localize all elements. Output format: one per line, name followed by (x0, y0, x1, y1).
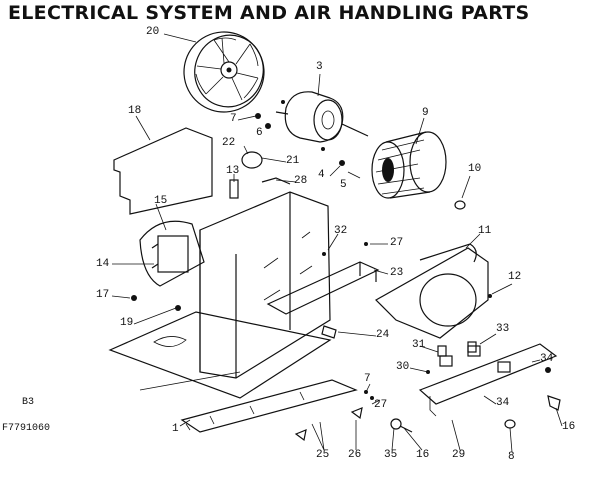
part-label-24: 24 (376, 329, 390, 341)
part-label-3: 3 (316, 61, 323, 73)
part-label-7-lower: 7 (364, 373, 371, 385)
part-label-22: 22 (222, 137, 236, 149)
part-label-13: 13 (226, 165, 240, 177)
part-label-29: 29 (452, 449, 466, 461)
motor-part (275, 91, 369, 151)
leader-lines (111, 33, 563, 453)
part-label-27-lower: 27 (374, 399, 388, 411)
blower-housing-part (375, 243, 489, 339)
blower-fan-part (371, 131, 447, 199)
part-label-10: 10 (468, 163, 482, 175)
part-label-19: 19 (120, 317, 134, 329)
part-label-18: 18 (128, 105, 142, 117)
part-label-23: 23 (390, 267, 404, 279)
part-label-35: 35 (384, 449, 398, 461)
part-label-28: 28 (294, 175, 308, 187)
part-label-26: 26 (348, 449, 362, 461)
part-label-7: 7 (230, 113, 237, 125)
part-label-34-top: 34 (540, 353, 554, 365)
part-label-6: 6 (256, 127, 263, 139)
part-label-21: 21 (286, 155, 300, 167)
part-label-5: 5 (340, 179, 347, 191)
part-label-20: 20 (146, 26, 160, 38)
blower-wheel-part (183, 31, 265, 113)
part-label-16-bottom: 16 (416, 449, 430, 461)
part-label-17: 17 (96, 289, 110, 301)
part-label-31: 31 (412, 339, 426, 351)
part-label-25: 25 (316, 449, 330, 461)
drawing-number: F7791060 (2, 423, 51, 434)
part-label-4: 4 (318, 169, 325, 181)
part-label-33: 33 (496, 323, 510, 335)
base-pan-part (180, 379, 358, 433)
part-label-8: 8 (508, 451, 515, 463)
part-label-9: 9 (422, 107, 429, 119)
cabinet-housing-part (108, 127, 332, 399)
part-label-34-lower: 34 (496, 397, 510, 409)
control-panel-part (418, 343, 558, 417)
bracket-part (266, 261, 380, 315)
part-label-32: 32 (334, 225, 348, 237)
part-label-14: 14 (96, 258, 110, 270)
part-label-15: 15 (154, 195, 168, 207)
diagram-title: ELECTRICAL SYSTEM AND AIR HANDLING PARTS (8, 2, 530, 24)
hardware-parts (131, 113, 561, 442)
cap-part (454, 200, 466, 210)
part-label-27: 27 (390, 237, 404, 249)
section-code: B3 (22, 397, 35, 408)
part-label-11: 11 (478, 225, 492, 237)
part-label-16-right: 16 (562, 421, 576, 433)
part-label-30: 30 (396, 361, 410, 373)
part-label-1: 1 (172, 423, 179, 435)
part-label-12: 12 (508, 271, 522, 283)
